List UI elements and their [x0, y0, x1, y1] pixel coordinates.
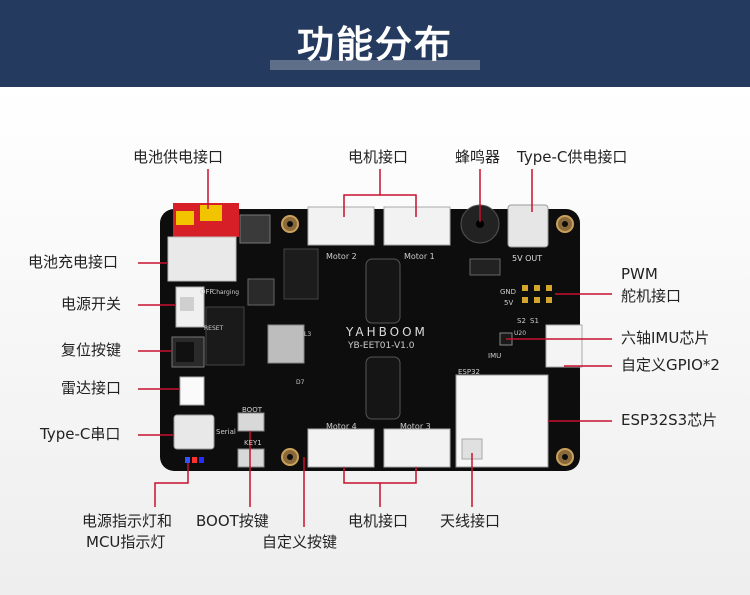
label-power-switch: 电源开关: [61, 295, 122, 313]
motor-connectors-bottom: [307, 428, 451, 468]
motor-connectors-top: [307, 206, 451, 246]
label-boot-button: BOOT按键: [196, 512, 269, 530]
label-custom-button: 自定义按键: [262, 533, 338, 551]
board-model: YB-EET01-V1.0: [348, 341, 415, 351]
typec-serial-port: [173, 414, 215, 450]
silk-imu: IMU: [488, 352, 502, 360]
custom-button: [237, 448, 265, 468]
silk-5v-out: 5V OUT: [512, 254, 543, 263]
silk-motor3: Motor 3: [400, 422, 431, 431]
silk-esp32: ESP32: [458, 368, 480, 376]
silk-s1: S1: [530, 317, 539, 325]
diagram-stage: YAHBOOM YB-EET01-V1.0 Motor 2 Motor 1 Mo…: [0, 87, 750, 595]
battery-charge-connector: [167, 236, 237, 282]
board-diagram: [138, 169, 612, 527]
silk-boot: BOOT: [242, 406, 262, 414]
header-banner: 功能分布: [0, 0, 750, 87]
label-typec-supply: Type-C供电接口: [517, 148, 628, 166]
page-title: 功能分布: [297, 23, 453, 66]
label-pwm-line1: PWM: [621, 265, 658, 283]
silk-s2: S2: [517, 317, 526, 325]
silk-gnd: GND: [500, 288, 517, 296]
label-antenna: 天线接口: [440, 512, 501, 530]
silk-reset: RESET: [204, 325, 224, 332]
typec-supply-port: [507, 204, 549, 248]
label-imu-chip: 六轴IMU芯片: [621, 329, 710, 347]
label-motor-top: 电机接口: [348, 148, 409, 166]
silk-motor2: Motor 2: [326, 252, 357, 261]
label-reset-button: 复位按键: [61, 341, 122, 359]
battery-supply-connector: [173, 203, 239, 237]
silk-u20: U20: [514, 330, 527, 337]
silk-off: OFF: [200, 288, 214, 296]
label-battery-supply: 电池供电接口: [133, 148, 224, 166]
label-indicator-line1: 电源指示灯和: [82, 512, 173, 530]
label-custom-gpio: 自定义GPIO*2: [621, 356, 720, 374]
radar-connector: [179, 376, 205, 406]
silk-l3: L3: [304, 331, 312, 338]
silk-key1: KEY1: [244, 439, 262, 447]
label-indicator-line2: MCU指示灯: [86, 533, 166, 551]
label-radar: 雷达接口: [61, 379, 122, 397]
leader-lines: [138, 169, 612, 527]
silk-charging: Charging: [212, 289, 240, 296]
label-buzzer: 蜂鸣器: [455, 148, 501, 166]
capacitor-left: [205, 306, 245, 366]
silk-motor1: Motor 1: [404, 252, 435, 261]
gpio-connector: [545, 324, 583, 368]
pwm-header: [522, 285, 552, 303]
label-motor-bottom: 电机接口: [348, 512, 409, 530]
label-battery-charge: 电池充电接口: [28, 253, 119, 271]
silk-motor4: Motor 4: [326, 422, 357, 431]
label-pwm-line2: 舵机接口: [621, 287, 682, 305]
silk-5v: 5V: [504, 299, 514, 307]
inductor-top: [365, 258, 401, 324]
status-leds: [185, 457, 204, 463]
board-brand: YAHBOOM: [346, 325, 428, 339]
label-esp32-chip: ESP32S3芯片: [621, 411, 718, 429]
inductor-bottom: [365, 356, 401, 420]
boot-button: [237, 412, 265, 432]
silk-serial: Serial: [216, 428, 236, 436]
title-underline: [270, 60, 480, 70]
silk-d7: D7: [296, 379, 305, 386]
label-typec-serial: Type-C串口: [40, 425, 121, 443]
